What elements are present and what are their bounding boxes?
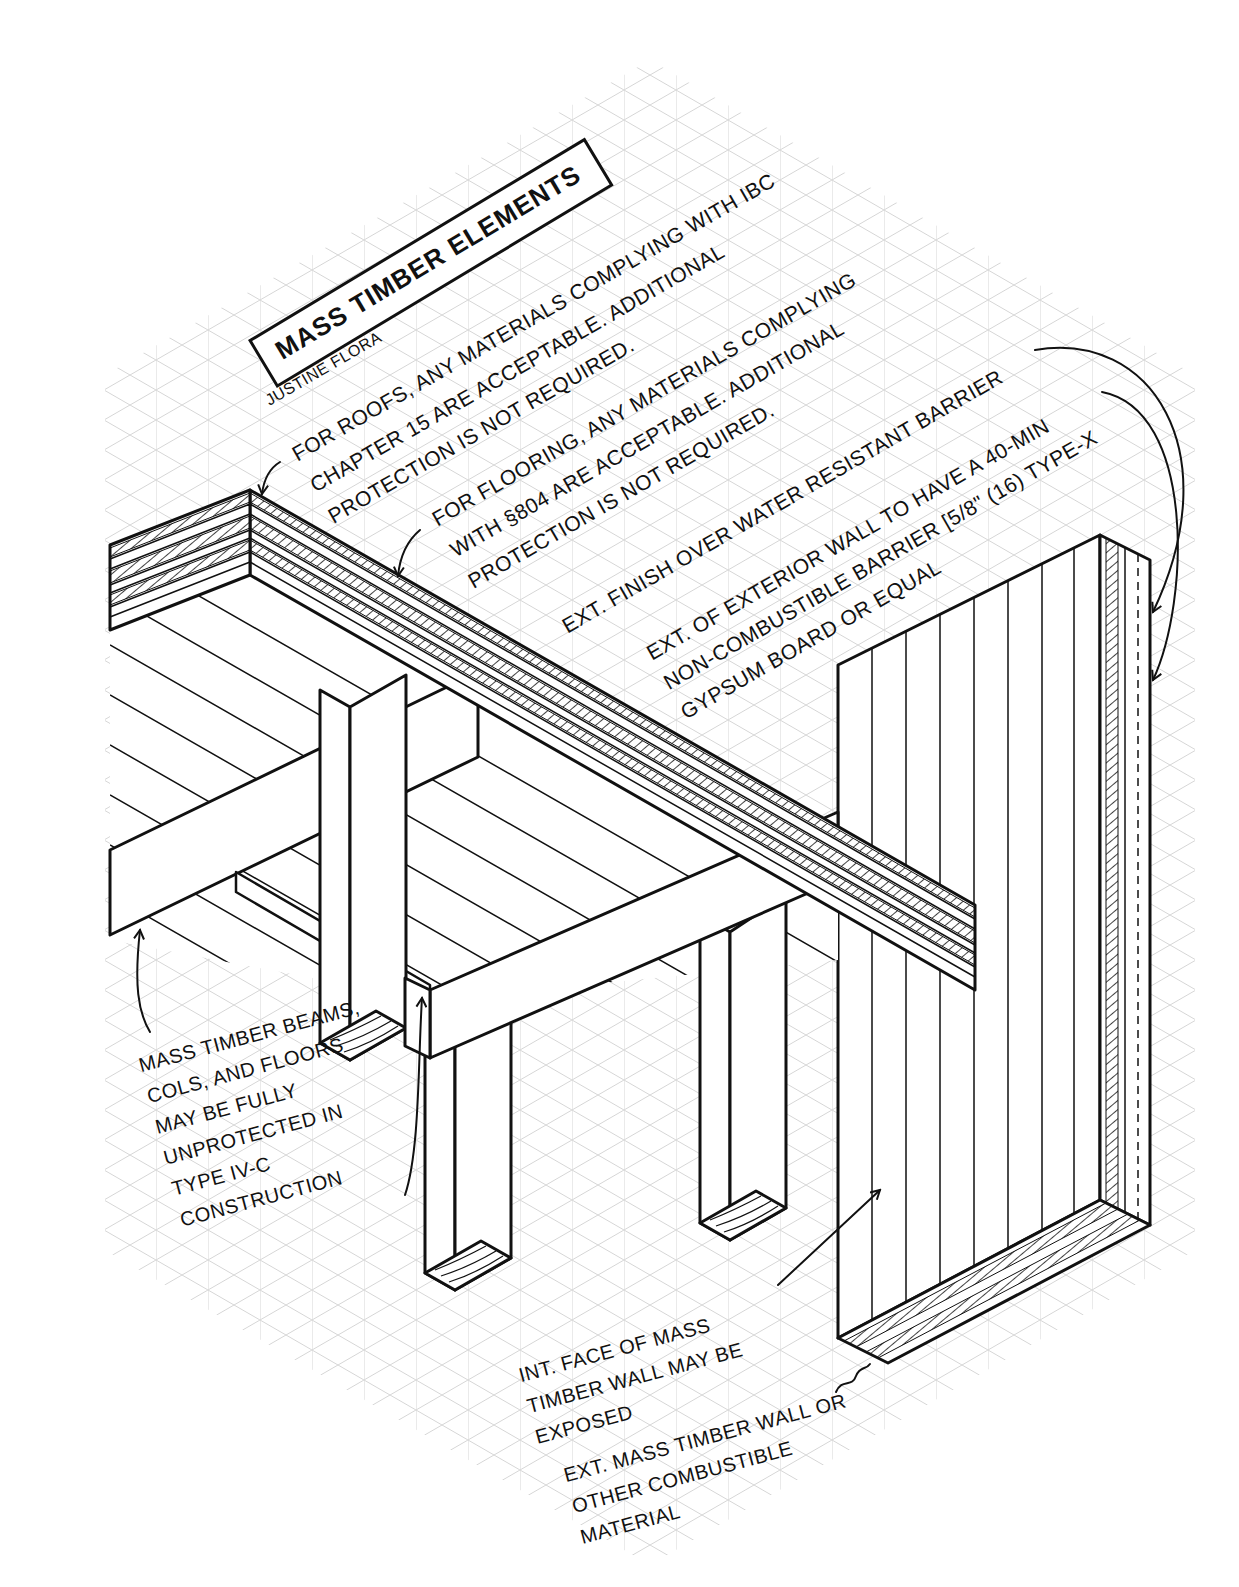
leader-line (836, 1364, 870, 1392)
timber-column (700, 915, 730, 1240)
timber-column (425, 1241, 511, 1290)
timber-beam (110, 672, 478, 935)
mass-timber-wall (1106, 538, 1118, 1209)
mass-timber-wall (838, 1200, 1150, 1363)
timber-beam (110, 672, 478, 935)
mass-timber-wall (1124, 547, 1126, 1212)
leader-line (405, 998, 422, 1195)
timber-beam (405, 978, 430, 1058)
mass-timber-wall (844, 1203, 1118, 1347)
timber-column (710, 1196, 778, 1232)
timber-column (435, 1246, 503, 1282)
leader-line (1102, 392, 1178, 680)
leader-line (262, 462, 280, 494)
timber-column (700, 895, 786, 1240)
timber-column (730, 895, 786, 1240)
annotation-note: MASS TIMBER BEAMS, COLS, AND FLOORS MAY … (135, 990, 407, 1235)
timber-column (425, 1020, 455, 1290)
timber-column (700, 1191, 786, 1240)
mass-timber-wall (1100, 535, 1150, 1225)
mass-timber-wall (866, 1214, 1140, 1358)
leader-line (137, 348, 1183, 1392)
leader-line (778, 1190, 880, 1285)
mass-timber-wall (1137, 554, 1139, 1219)
floor-slab-edge (110, 540, 250, 605)
leader-line (398, 530, 420, 576)
mass-timber-wall (838, 535, 1150, 1363)
leader-line (137, 930, 150, 1032)
